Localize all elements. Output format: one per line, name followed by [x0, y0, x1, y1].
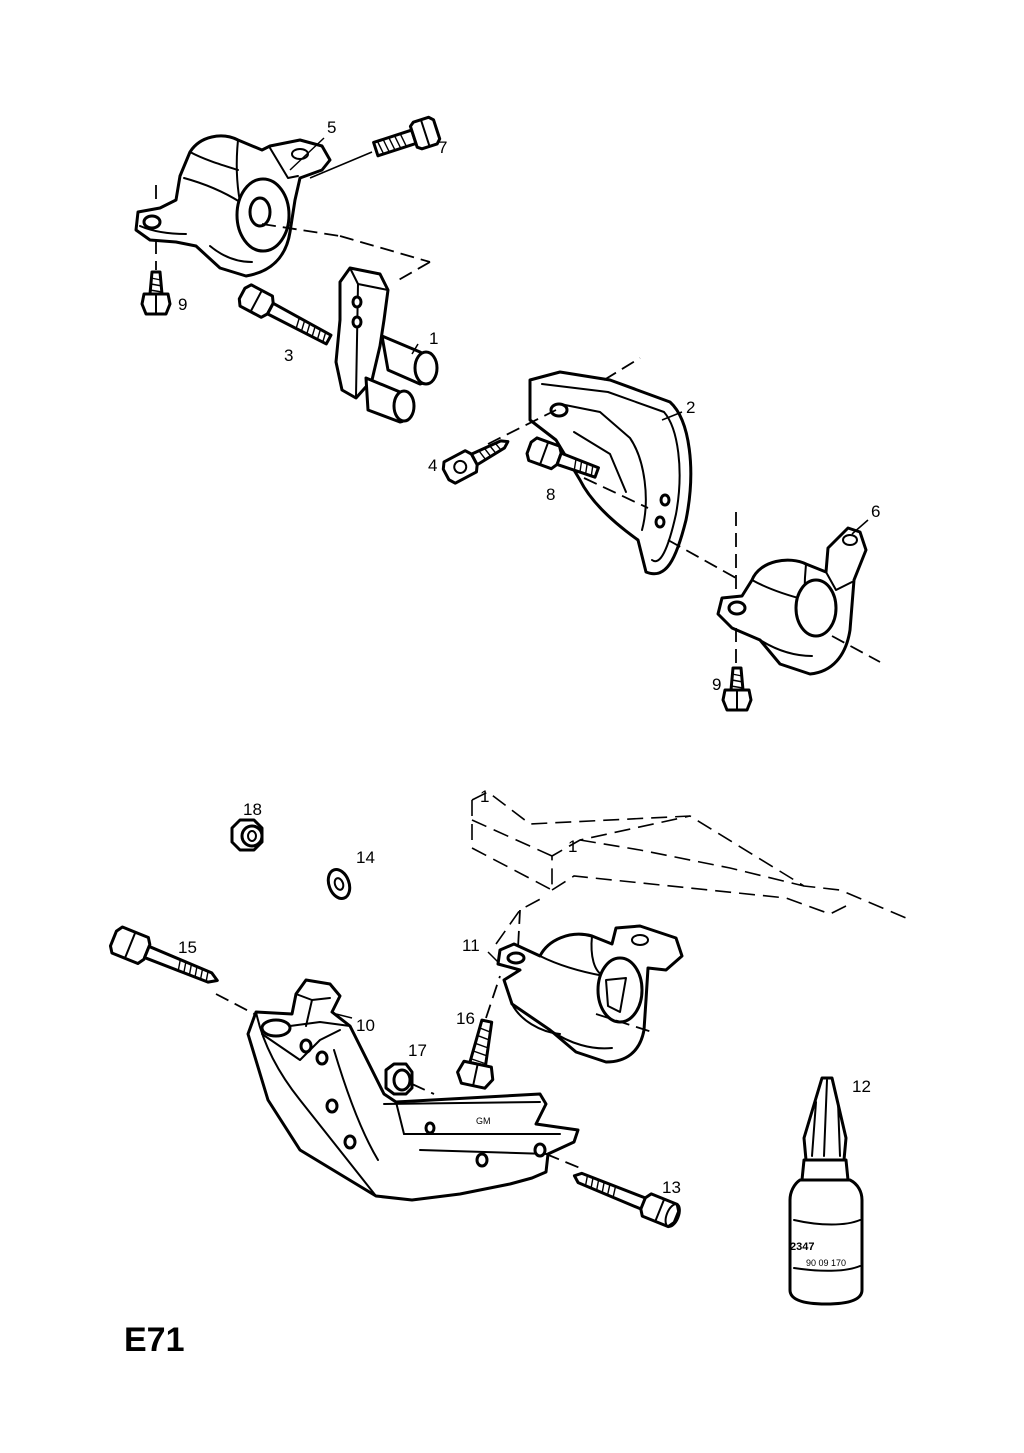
nut-18: [230, 818, 264, 852]
screw-4: [441, 439, 510, 485]
callout-9-lower: 9: [712, 675, 721, 694]
ghost-label-1a: 1: [480, 787, 489, 806]
engine-mount-rear: [716, 526, 868, 676]
bolt-7: [372, 115, 442, 158]
callout-15: 15: [178, 938, 197, 957]
bottle-small-label: 90 09 170: [806, 1258, 846, 1268]
threadlock-bottle-12: 2347 90 09 170: [788, 1076, 864, 1306]
engine-mount-front: [134, 134, 332, 278]
engine-mount-11: [496, 924, 684, 1064]
screw-9-upper: [140, 270, 172, 316]
callout-8: 8: [546, 485, 555, 504]
callout-6: 6: [871, 502, 880, 521]
ghost-label-1b: 1: [568, 837, 577, 856]
bolt-8: [525, 436, 600, 479]
callout-12: 12: [852, 1077, 871, 1096]
nut-17: [384, 1062, 414, 1096]
sheet-code: E71: [124, 1321, 185, 1359]
bolt-13: [572, 1171, 681, 1229]
svg-text:GM: GM: [476, 1116, 491, 1126]
callout-4: 4: [428, 456, 437, 475]
callout-17: 17: [408, 1041, 427, 1060]
callout-11: 11: [462, 936, 480, 955]
mounting-bracket-1: [334, 266, 439, 424]
callout-16: 16: [456, 1009, 475, 1028]
callout-13: 13: [662, 1178, 681, 1197]
bolt-15: [108, 925, 219, 984]
callout-14: 14: [356, 848, 375, 867]
callout-10: 10: [356, 1016, 375, 1035]
ghost-body-member: [471, 791, 907, 945]
callout-1: 1: [429, 329, 438, 348]
screw-16: [456, 1018, 495, 1090]
heat-shield-plate-2: [528, 370, 693, 576]
callout-2: 2: [686, 398, 695, 417]
callout-18: 18: [243, 800, 262, 819]
callout-7: 7: [438, 138, 447, 157]
bolt-3: [237, 283, 333, 346]
callout-9-upper: 9: [178, 295, 187, 314]
mounting-bracket-10: GM: [246, 978, 580, 1202]
bottle-code-label: 2347: [790, 1241, 814, 1253]
callout-5: 5: [327, 118, 336, 137]
callout-3: 3: [284, 346, 293, 365]
washer-14: [326, 867, 352, 901]
screw-9-lower: [721, 666, 753, 712]
